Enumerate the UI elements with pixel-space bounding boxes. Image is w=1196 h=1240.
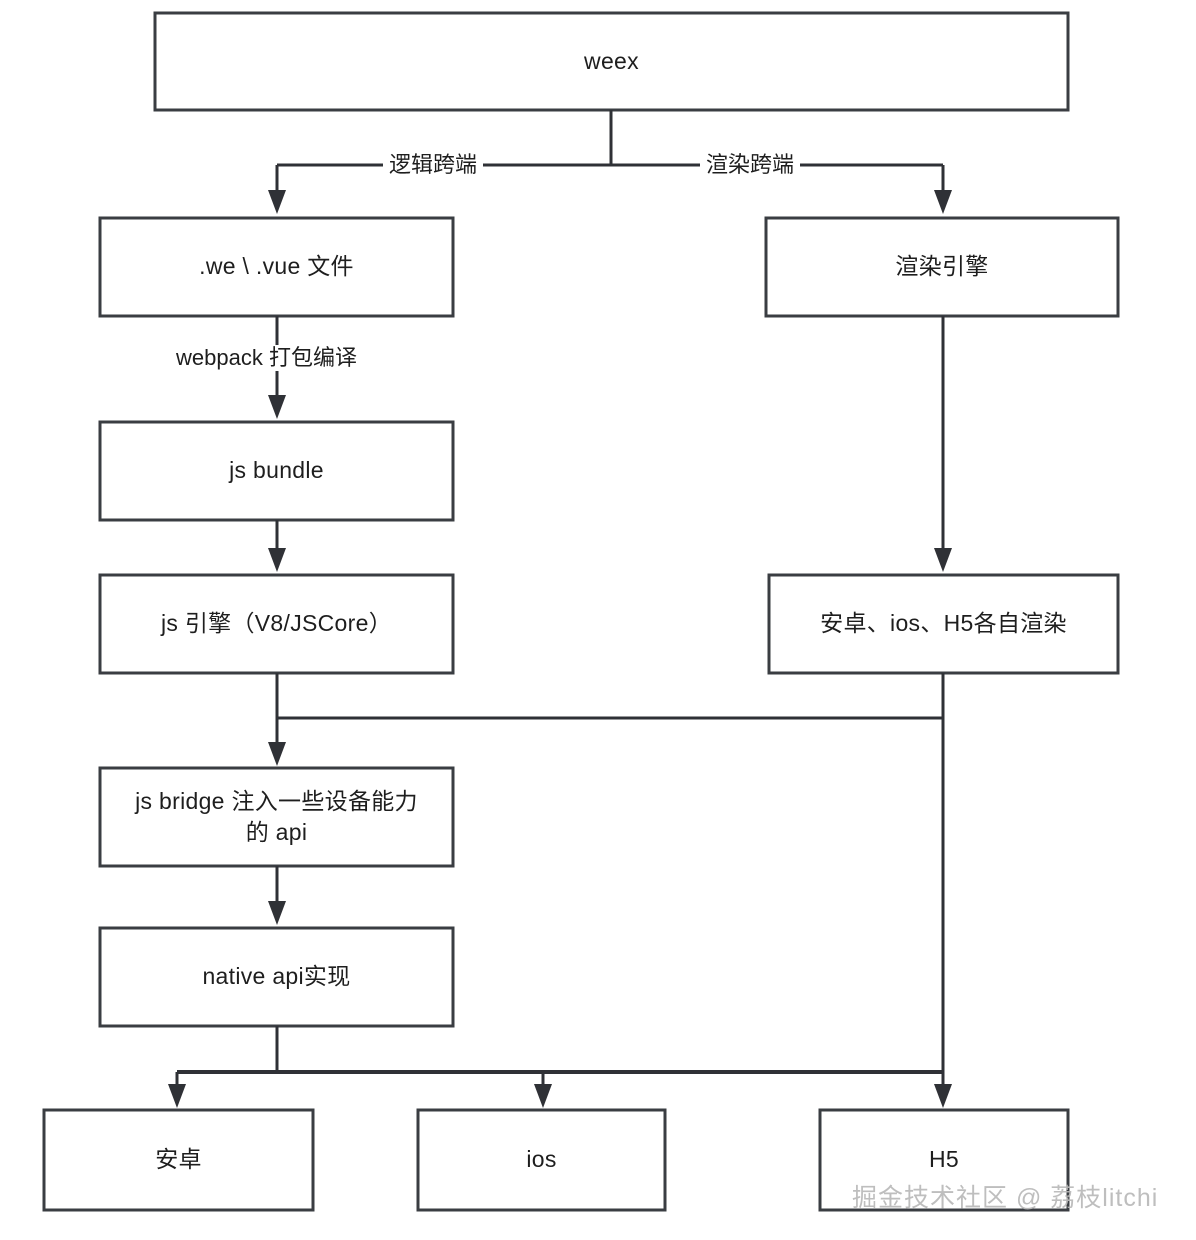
arrow-head-ios xyxy=(534,1084,552,1108)
edge-jsengine-jsbridge xyxy=(268,673,943,766)
arrow-head-js-bundle xyxy=(268,395,286,419)
node-android-box[interactable] xyxy=(42,1108,315,1212)
node-render-engine-box[interactable] xyxy=(764,216,1120,318)
watermark-text: 掘金技术社区 @ 荔枝litchi xyxy=(852,1184,1159,1212)
node-js-bundle-box[interactable] xyxy=(98,420,455,522)
arrow-head-android xyxy=(168,1084,186,1108)
arrow-head-render xyxy=(934,190,952,214)
edge-jsbundle-jsengine xyxy=(268,520,286,572)
edge-renderengine-eachrender xyxy=(934,316,952,572)
edge-label-render-cross-platform: 渲染跨端 xyxy=(700,152,801,179)
node-we-vue-box[interactable] xyxy=(98,216,455,318)
edge-nativeapi-platforms xyxy=(168,1026,952,1108)
edge-jsbridge-nativeapi xyxy=(268,866,286,925)
node-weex-box[interactable] xyxy=(153,11,1070,112)
arrow-head-js-engine xyxy=(268,548,286,572)
edge-label-logic-cross-platform: 逻辑跨端 xyxy=(383,152,484,179)
arrow-head-h5 xyxy=(934,1084,952,1108)
node-native-api-box[interactable] xyxy=(98,926,455,1028)
node-h5-box[interactable] xyxy=(818,1108,1070,1212)
node-ios-box[interactable] xyxy=(416,1108,667,1212)
node-js-engine-box[interactable] xyxy=(98,573,455,675)
arrow-head-each-render xyxy=(934,548,952,572)
node-js-bridge-box[interactable] xyxy=(98,766,455,868)
edge-label-webpack-compile: webpack 打包编译 xyxy=(170,345,363,372)
edge-weex-split xyxy=(268,110,952,214)
node-each-render-box[interactable] xyxy=(767,573,1120,675)
arrow-head-js-bridge xyxy=(268,742,286,766)
arrow-head-native-api xyxy=(268,901,286,925)
arrow-head-logic xyxy=(268,190,286,214)
